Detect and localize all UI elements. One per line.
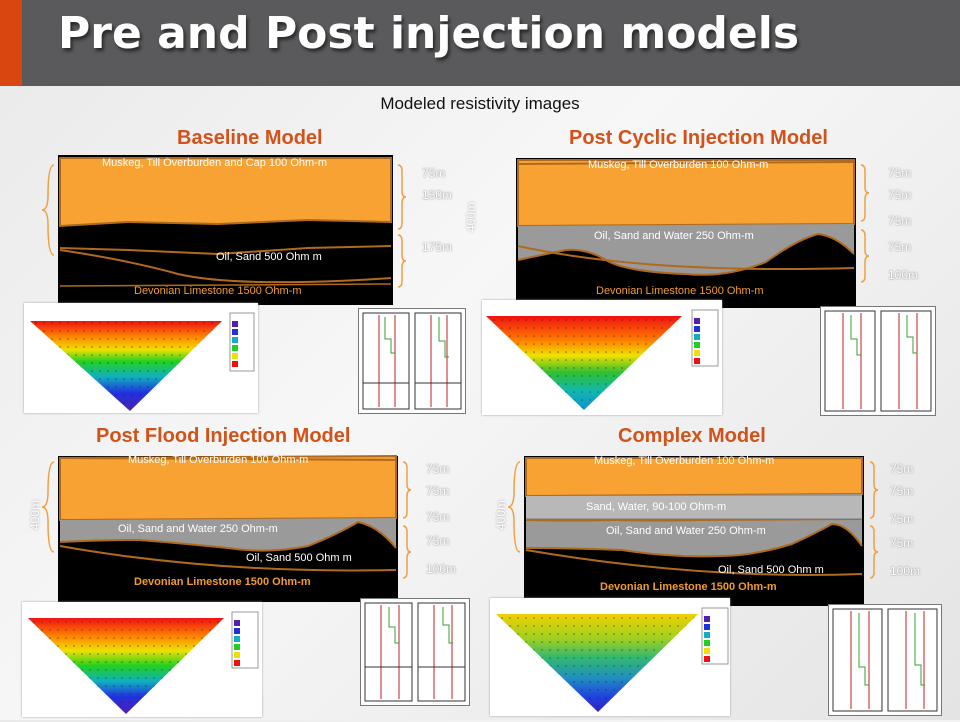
slide-title: Pre and Post injection models: [58, 8, 800, 59]
post-cyclic-overburden-label: Muskeg, Till Overburden 100 Ohm-m: [588, 159, 769, 171]
post-flood-depth-2: 75m: [426, 484, 450, 498]
slide-subtitle: Modeled resistivity images: [380, 94, 580, 113]
complex-sand-water-label: Sand, Water, 90-100 Ohm-m: [586, 501, 727, 513]
complex-apparent-resistivity-image: [490, 598, 730, 716]
complex-overburden-label: Muskeg, Till Overburden 100 Ohm-m: [594, 455, 775, 467]
baseline-limestone-label: Devonian Limestone 1500 Ohm-m: [134, 285, 302, 297]
post-flood-apparent-resistivity-image: [22, 602, 262, 717]
complex-oil-sand-label: Oil, Sand 500 Ohm m: [718, 564, 824, 576]
complex-oil-sand-water-label: Oil, Sand and Water 250 Ohm-m: [606, 525, 766, 537]
baseline-thickness-label: 400m: [464, 201, 479, 233]
complex-model-panel: Muskeg, Till Overburden 100 Ohm-m Sand, …: [494, 450, 942, 610]
baseline-apparent-resistivity-image: [24, 303, 258, 413]
baseline-model-panel: Muskeg, Till Overburden and Cap 100 Ohm-…: [38, 150, 478, 315]
complex-thickness-label: 400m: [494, 499, 509, 531]
post-flood-limestone-label: Devonian Limestone 1500 Ohm-m: [134, 576, 311, 588]
post-cyclic-model-panel: Muskeg, Till Overburden 100 Ohm-m Oil, S…: [496, 150, 936, 315]
post-flood-model-cross-section: [41, 454, 412, 602]
panel-title-post-flood: Post Flood Injection Model: [96, 425, 351, 447]
complex-limestone-label: Devonian Limestone 1500 Ohm-m: [600, 581, 777, 593]
baseline-depth-2: 150m: [422, 188, 453, 202]
post-flood-depth-5: 100m: [426, 562, 457, 576]
complex-depth-2: 75m: [890, 484, 914, 498]
post-flood-oil-sand-water-label: Oil, Sand and Water 250 Ohm-m: [118, 523, 278, 535]
panel-title-baseline: Baseline Model: [177, 127, 323, 149]
baseline-depth-3: 175m: [422, 240, 453, 254]
baseline-model-cross-section: [41, 155, 407, 305]
baseline-overburden-label: Muskeg, Till Overburden and Cap 100 Ohm-…: [102, 157, 327, 169]
post-flood-depth-3: 75m: [426, 510, 450, 524]
baseline-depth-1: 75m: [422, 166, 446, 180]
complex-model-cross-section: [507, 456, 879, 606]
post-flood-model-panel: Muskeg, Till Overburden 100 Ohm-m Oil, S…: [28, 450, 478, 610]
baseline-oil-sand-label: Oil, Sand 500 Ohm m: [216, 251, 322, 263]
post-flood-depth-4: 75m: [426, 534, 450, 548]
post-flood-oil-sand-label: Oil, Sand 500 Ohm m: [246, 552, 352, 564]
complex-well-log-plots: [828, 604, 942, 716]
post-cyclic-limestone-label: Devonian Limestone 1500 Ohm-m: [596, 285, 764, 297]
post-flood-depth-1: 75m: [426, 462, 450, 476]
panel-title-complex: Complex Model: [618, 425, 766, 447]
complex-depth-5: 100m: [890, 564, 921, 578]
post-flood-thickness-label: 400m: [28, 499, 43, 531]
complex-depth-4: 75m: [890, 536, 914, 550]
post-cyclic-depth-4: 75m: [888, 240, 912, 254]
title-bar: [0, 0, 960, 86]
complex-depth-1: 75m: [890, 462, 914, 476]
complex-depth-3: 75m: [890, 512, 914, 526]
panel-title-post-cyclic: Post Cyclic Injection Model: [569, 127, 828, 149]
title-accent-bar: [0, 0, 22, 86]
post-cyclic-depth-5: 100m: [888, 268, 919, 282]
post-cyclic-depth-1: 75m: [888, 166, 912, 180]
post-cyclic-depth-3: 75m: [888, 214, 912, 228]
post-cyclic-apparent-resistivity-image: [482, 300, 722, 415]
post-flood-overburden-label: Muskeg, Till Overburden 100 Ohm-m: [128, 454, 309, 466]
post-cyclic-well-log-plots: [820, 306, 936, 416]
post-cyclic-depth-2: 75m: [888, 188, 912, 202]
post-flood-well-log-plots: [360, 598, 470, 706]
baseline-well-log-plots: [358, 308, 466, 414]
post-cyclic-model-cross-section: [516, 158, 870, 308]
post-cyclic-oil-sand-water-label: Oil, Sand and Water 250 Ohm-m: [594, 230, 754, 242]
